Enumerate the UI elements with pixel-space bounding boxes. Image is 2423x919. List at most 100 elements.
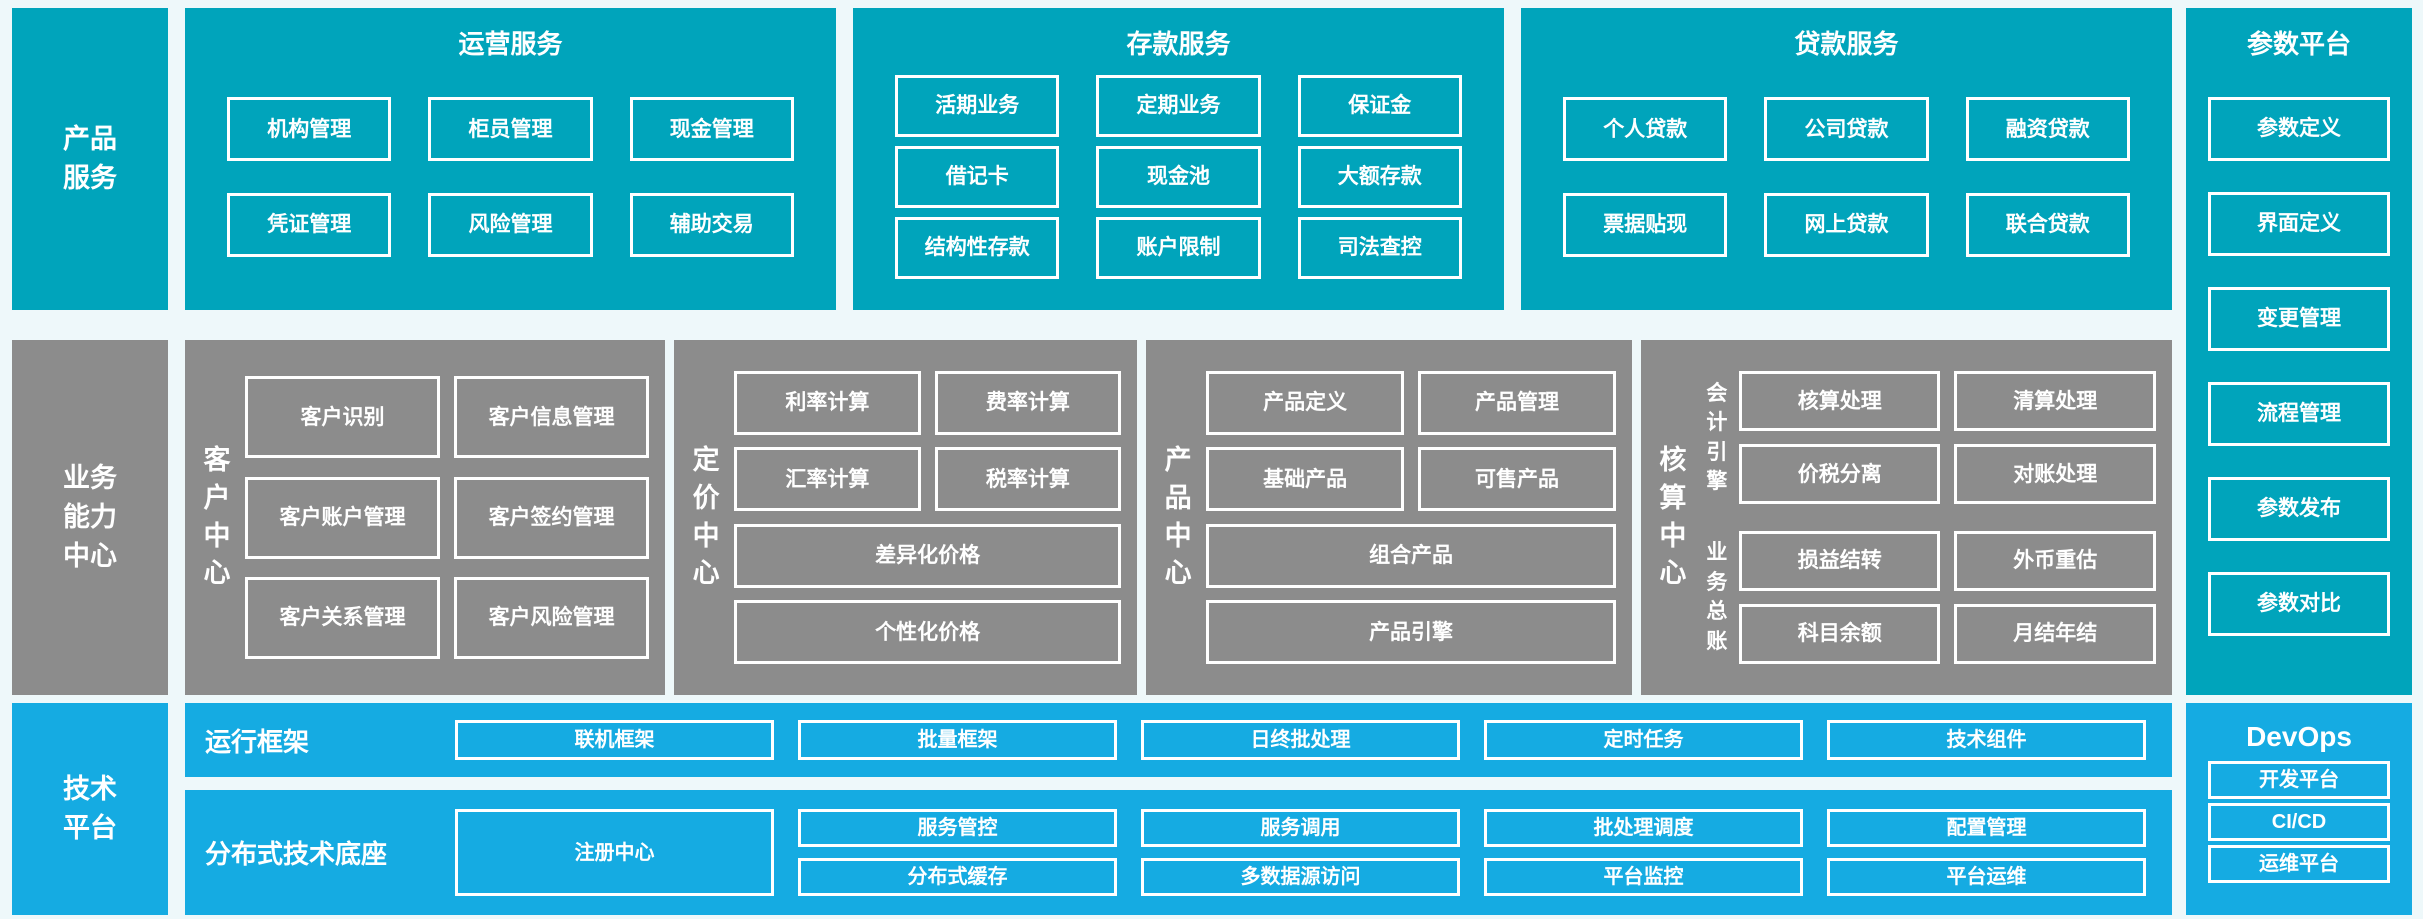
diagram-box: 客户账户管理 xyxy=(245,476,441,559)
distributed-base-band: 分布式技术底座 注册中心 服务管控 分布式缓存 服务调用 多数据源访问 批处理调… xyxy=(185,790,2172,915)
diagram-box: 账户限制 xyxy=(1096,217,1261,279)
diagram-box: 平台监控 xyxy=(1484,858,1803,896)
diagram-box: 现金池 xyxy=(1096,146,1261,208)
diagram-box: 票据贴现 xyxy=(1563,192,1728,257)
diagram-box: 客户识别 xyxy=(245,376,441,459)
panel-customer-center: 客户中心 客户识别 客户信息管理 客户账户管理 客户签约管理 客户关系管理 客户… xyxy=(185,340,666,695)
diagram-box: 保证金 xyxy=(1297,75,1462,137)
panel-devops: DevOps 开发平台 CI/CD 运维平台 xyxy=(2186,703,2412,915)
diagram-box: 分布式缓存 xyxy=(798,858,1117,896)
diagram-box: 个人贷款 xyxy=(1563,97,1728,162)
diagram-box: 借记卡 xyxy=(895,146,1060,208)
pricing-center-label-text: 定价中心 xyxy=(692,444,720,589)
diagram-box: 柜员管理 xyxy=(428,97,593,162)
product-row-1: 产品定义 产品管理 xyxy=(1206,370,1616,435)
diagram-box: 组合产品 xyxy=(1206,523,1616,588)
diagram-box: 变更管理 xyxy=(2208,287,2390,351)
section-deposit-services: 存款服务 活期业务 定期业务 保证金 借记卡 现金池 大额存款 结构性存款 账户 xyxy=(853,8,1504,310)
diagram-box: 服务调用 xyxy=(1141,809,1460,847)
accounting-center-label-text: 核算中心 xyxy=(1659,444,1687,589)
devops-items: 开发平台 CI/CD 运维平台 xyxy=(2208,757,2390,887)
panel-accounting-center: 核算中心 会计引擎 核算处理 清算处理 价税分离 xyxy=(1640,340,2172,695)
tech-platform-rail-label: 技术平台 xyxy=(12,703,168,915)
business-ledger-row-2: 科目余额 月结年结 xyxy=(1738,603,2156,664)
diagram-box: 多数据源访问 xyxy=(1141,858,1460,896)
panel-product-center: 产品中心 产品定义 产品管理 基础产品 可售产品 组合产品 产品引擎 xyxy=(1146,340,1632,695)
product-services-rail-text: 产品服务 xyxy=(62,123,117,193)
operations-rows: 机构管理 柜员管理 现金管理 凭证管理 风险管理 辅助交易 xyxy=(227,66,794,288)
diagram-box: 凭证管理 xyxy=(227,192,392,257)
diagram-box: 对账处理 xyxy=(1954,444,2156,505)
diagram-box: 辅助交易 xyxy=(629,192,794,257)
diagram-box: 客户关系管理 xyxy=(245,576,441,659)
panel-pricing-center: 定价中心 利率计算 费率计算 汇率计算 税率计算 差异化价格 个性化价格 xyxy=(674,340,1138,695)
section-loan-services: 贷款服务 个人贷款 公司贷款 融资贷款 票据贴现 网上贷款 联合贷款 xyxy=(1521,8,2172,310)
diagram-box: 日终批处理 xyxy=(1141,720,1460,760)
diagram-box: 损益结转 xyxy=(1738,530,1941,591)
diagram-box: 司法查控 xyxy=(1297,217,1462,279)
customer-center-grid: 客户识别 客户信息管理 客户账户管理 客户签约管理 客户关系管理 客户风险管理 xyxy=(245,358,650,677)
customer-row-1: 客户识别 客户信息管理 xyxy=(245,376,650,459)
diagram-box: 参数对比 xyxy=(2208,572,2390,636)
diagram-box: 配置管理 xyxy=(1827,809,2146,847)
diagram-box: 客户信息管理 xyxy=(454,376,650,459)
accounting-engine-group: 会计引擎 核算处理 清算处理 价税分离 对账处理 xyxy=(1701,358,2156,518)
business-capability-row: 客户中心 客户识别 客户信息管理 客户账户管理 客户签约管理 客户关系管理 客户… xyxy=(185,340,2172,695)
business-capability-rail-text: 业务能力中心 xyxy=(62,462,117,572)
distributed-column-3: 批处理调度 平台监控 xyxy=(1484,809,1803,896)
diagram-box: 基础产品 xyxy=(1206,447,1405,512)
deposit-rows: 活期业务 定期业务 保证金 借记卡 现金池 大额存款 结构性存款 账户限制 司法… xyxy=(895,66,1462,288)
diagram-box: 界面定义 xyxy=(2208,192,2390,256)
diagram-box: 差异化价格 xyxy=(734,523,1122,588)
distributed-column-2: 服务调用 多数据源访问 xyxy=(1141,809,1460,896)
diagram-box: 价税分离 xyxy=(1738,444,1941,505)
diagram-box: 风险管理 xyxy=(428,192,593,257)
diagram-box: 个性化价格 xyxy=(734,600,1122,665)
accounting-engine-row-1: 核算处理 清算处理 xyxy=(1738,371,2156,432)
section-operations-services: 运营服务 机构管理 柜员管理 现金管理 凭证管理 风险管理 辅助交易 xyxy=(185,8,836,310)
diagram-box: 注册中心 xyxy=(455,809,774,896)
diagram-main-area: 运营服务 机构管理 柜员管理 现金管理 凭证管理 风险管理 辅助交易 存款服务 xyxy=(185,0,2172,919)
diagram-box: 客户风险管理 xyxy=(454,576,650,659)
diagram-box: 大额存款 xyxy=(1297,146,1462,208)
diagram-box: 月结年结 xyxy=(1954,603,2156,664)
diagram-box: 费率计算 xyxy=(934,370,1122,435)
diagram-box: 融资贷款 xyxy=(1965,97,2130,162)
product-center-grid: 产品定义 产品管理 基础产品 可售产品 组合产品 产品引擎 xyxy=(1206,358,1616,677)
section-title-operations: 运营服务 xyxy=(458,29,563,59)
diagram-box: 利率计算 xyxy=(734,370,921,435)
diagram-box: 产品管理 xyxy=(1418,370,1616,435)
devops-title: DevOps xyxy=(2246,721,2352,752)
distributed-column-1: 服务管控 分布式缓存 xyxy=(798,809,1117,896)
distributed-base-label: 分布式技术底座 xyxy=(205,839,388,869)
pricing-center-grid: 利率计算 费率计算 汇率计算 税率计算 差异化价格 个性化价格 xyxy=(734,358,1122,677)
pricing-row-1: 利率计算 费率计算 xyxy=(734,370,1122,435)
diagram-box: 汇率计算 xyxy=(734,447,921,512)
business-ledger-grid: 损益结转 外币重估 科目余额 月结年结 xyxy=(1738,518,2156,678)
customer-row-2: 客户账户管理 客户签约管理 xyxy=(245,476,650,559)
customer-row-3: 客户关系管理 客户风险管理 xyxy=(245,576,650,659)
loan-row-2: 票据贴现 网上贷款 联合贷款 xyxy=(1563,192,2130,257)
deposit-row-2: 借记卡 现金池 大额存款 xyxy=(895,146,1462,208)
customer-center-label: 客户中心 xyxy=(195,358,239,677)
diagram-box: 公司贷款 xyxy=(1764,97,1929,162)
accounting-engine-label: 会计引擎 xyxy=(1701,358,1733,518)
pricing-center-label: 定价中心 xyxy=(684,358,728,677)
diagram-box: 产品引擎 xyxy=(1206,600,1616,665)
diagram-box: 税率计算 xyxy=(934,447,1122,512)
accounting-center-groups: 会计引擎 核算处理 清算处理 价税分离 对账处理 xyxy=(1701,358,2156,677)
operations-row-1: 机构管理 柜员管理 现金管理 xyxy=(227,97,794,162)
diagram-box: 外币重估 xyxy=(1954,530,2156,591)
business-ledger-row-1: 损益结转 外币重估 xyxy=(1738,530,2156,591)
product-center-label: 产品中心 xyxy=(1156,358,1200,677)
diagram-box: 开发平台 xyxy=(2208,761,2390,799)
diagram-box: 核算处理 xyxy=(1738,371,1941,432)
parameter-platform-title: 参数平台 xyxy=(2246,29,2351,59)
product-row-2: 基础产品 可售产品 xyxy=(1206,447,1616,512)
diagram-box: 参数定义 xyxy=(2208,97,2390,161)
section-title-deposit: 存款服务 xyxy=(1126,29,1231,59)
customer-center-label-text: 客户中心 xyxy=(203,444,231,589)
accounting-engine-label-text: 会计引擎 xyxy=(1706,381,1728,494)
product-services-rail-label: 产品服务 xyxy=(12,8,168,310)
accounting-engine-grid: 核算处理 清算处理 价税分离 对账处理 xyxy=(1738,358,2156,518)
